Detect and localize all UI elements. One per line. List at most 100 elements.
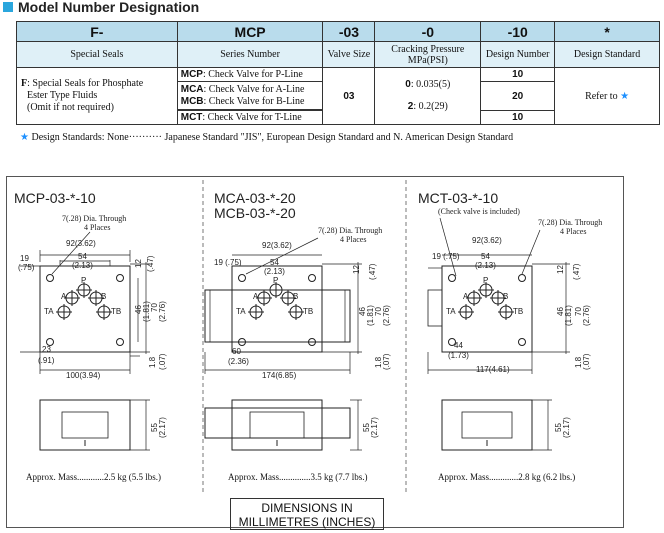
series-desc: : Check Valve for B-Line xyxy=(203,95,305,107)
mct-dim-d2: (1.81) xyxy=(564,305,573,326)
mcp-dim-h2: (.07) xyxy=(158,353,167,370)
note-rest: Japanese Standard "JIS", European Design… xyxy=(162,132,514,143)
dim-box-line1: DIMENSIONS IN xyxy=(261,501,353,515)
header-square-icon xyxy=(3,2,13,12)
mct-note: (Check valve is included) xyxy=(438,207,520,216)
mct-dim-a: 19 (.75) xyxy=(432,252,460,261)
design-standards-note: ★ Design Standards: None·········· Japan… xyxy=(20,132,513,143)
design-standard-cell: Refer to ★ xyxy=(554,67,660,125)
cracking-cell: 0: 0.035(5) 2: 0.2(29) xyxy=(374,67,482,125)
mca-dim-c: 12 xyxy=(352,265,361,274)
mcp-port-a: A xyxy=(61,292,67,301)
mcp-port-tb: TB xyxy=(111,307,122,316)
series-code: MCA xyxy=(180,83,204,95)
mct-port-p: P xyxy=(483,276,489,285)
mct-port-tb: TB xyxy=(513,307,524,316)
mct-port-ta: TA xyxy=(446,307,456,316)
mca-port-a: A xyxy=(253,292,259,301)
mca-dim-i2: (2.17) xyxy=(370,417,379,438)
mcp-dim-f2: (.91) xyxy=(38,356,55,365)
mcp-places-label: 4 Places xyxy=(84,223,111,232)
mct-dim-b2: (2.13) xyxy=(475,261,496,270)
series-code: MCT xyxy=(180,112,203,123)
design-standard-text: Refer to xyxy=(585,90,618,102)
mcp-dim-w1: 92(3.62) xyxy=(66,239,96,248)
mcb-figure-title: MCB-03-*-20 xyxy=(214,205,296,221)
star-icon: ★ xyxy=(20,132,29,143)
mct-dim-w1: 92(3.62) xyxy=(472,236,502,245)
dim-box-line2: MILLIMETRES (INCHES) xyxy=(238,515,376,529)
mcp-mass: Approx. Mass............2.5 kg (5.5 lbs.… xyxy=(26,472,161,482)
mca-port-p: P xyxy=(273,276,279,285)
subheader-cracking: Cracking Pressure MPa(PSI) xyxy=(374,41,482,68)
mcp-dim-a2: (.75) xyxy=(18,263,35,272)
series-code: MCB xyxy=(180,95,204,107)
mcp-dim-f: 23 xyxy=(42,345,51,354)
mcp-dim-g: 100(3.94) xyxy=(66,371,101,380)
mct-dim-i2: (2.17) xyxy=(562,417,571,438)
header-size: -03 xyxy=(322,21,376,42)
note-dots: ·········· xyxy=(128,132,162,143)
mct-dim-f2: (1.73) xyxy=(448,351,469,360)
seal-text3: (Omit if not required) xyxy=(27,102,114,113)
mca-figure-title: MCA-03-*-20 xyxy=(214,190,296,206)
mca-dim-b: 54 xyxy=(270,258,279,267)
mca-mass: Approx. Mass..............3.5 kg (7.7 lb… xyxy=(228,472,368,482)
cracking-value: : 0.2(29) xyxy=(413,101,448,112)
seal-text1: : Special Seals for Phosphate xyxy=(27,78,144,89)
mct-dim-c: 12 xyxy=(556,265,565,274)
model-number-table: F- MCP -03 -0 -10 * Special Seals Series… xyxy=(16,21,660,125)
note-prefix: Design Standards: None xyxy=(31,132,129,143)
series-row-mct: MCT: Check Valve for T-Line xyxy=(176,110,324,125)
mca-dim-f: 60 xyxy=(232,347,241,356)
dimension-drawings-frame xyxy=(6,176,624,528)
mct-mass: Approx. Mass.............2.8 kg (6.2 lbs… xyxy=(438,472,576,482)
mca-top-view-body xyxy=(204,289,351,343)
mcp-dim-c2: (.47) xyxy=(146,255,155,272)
mca-dim-h2: (.07) xyxy=(382,353,391,370)
series-desc: : Check Valve for A-Line xyxy=(203,83,305,95)
mca-dim-g: 174(6.85) xyxy=(262,371,297,380)
mca-port-tb: TB xyxy=(303,307,314,316)
mca-dim-f2: (2.36) xyxy=(228,357,249,366)
mcp-side-view-body xyxy=(39,399,131,451)
header-design-number: -10 xyxy=(480,21,556,42)
mca-dim-b2: (2.13) xyxy=(264,267,285,276)
mct-dim-e2: (2.76) xyxy=(582,305,591,326)
mct-port-a: A xyxy=(463,292,469,301)
series-row-mca-mcb: MCA: Check Valve for A-Line MCB: Check V… xyxy=(176,81,324,110)
mcp-dim-a: 19 xyxy=(20,254,29,263)
mca-dia-label: 7(.28) Dia. Through xyxy=(318,226,383,235)
cracking-row: 2: 0.2(29) xyxy=(375,96,480,118)
subheader-size: Valve Size xyxy=(322,41,376,68)
mct-dim-g: 117(4.61) xyxy=(476,365,510,374)
mcp-top-view-body xyxy=(39,265,131,353)
mcp-port-p: P xyxy=(81,276,87,285)
mct-dia-label: 7(.28) Dia. Through xyxy=(538,218,603,227)
header-series: MCP xyxy=(176,21,324,42)
mca-places-label: 4 Places xyxy=(340,235,367,244)
mcp-dia-label: 7(.28) Dia. Through xyxy=(62,214,127,223)
subheader-series: Series Number xyxy=(176,41,324,68)
series-code: MCP xyxy=(180,69,203,80)
header-cracking: -0 xyxy=(374,21,482,42)
star-icon: ★ xyxy=(620,90,630,102)
subheader-seal: Special Seals xyxy=(16,41,178,68)
section-header: Model Number Designation xyxy=(0,0,199,15)
mct-figure-title: MCT-03-*-10 xyxy=(418,190,499,206)
mca-port-b: B xyxy=(293,292,299,301)
mca-dim-c2: (.47) xyxy=(368,263,377,280)
mct-side-view-body xyxy=(441,399,533,451)
subheader-design-number: Design Number xyxy=(480,41,556,68)
mcp-figure-title: MCP-03-*-10 xyxy=(14,190,96,206)
seal-code: F xyxy=(21,78,28,89)
mcp-dim-c: 12 xyxy=(134,259,143,268)
subheader-design-standard: Design Standard xyxy=(554,41,660,68)
mct-dim-f: 44 xyxy=(454,341,463,350)
series-desc: : Check Valve for T-Line xyxy=(202,112,302,123)
mca-dim-w1: 92(3.62) xyxy=(262,241,292,250)
cracking-value: : 0.035(5) xyxy=(410,79,451,90)
mct-dim-c2: (.47) xyxy=(572,263,581,280)
mca-side-view-body xyxy=(204,407,351,439)
